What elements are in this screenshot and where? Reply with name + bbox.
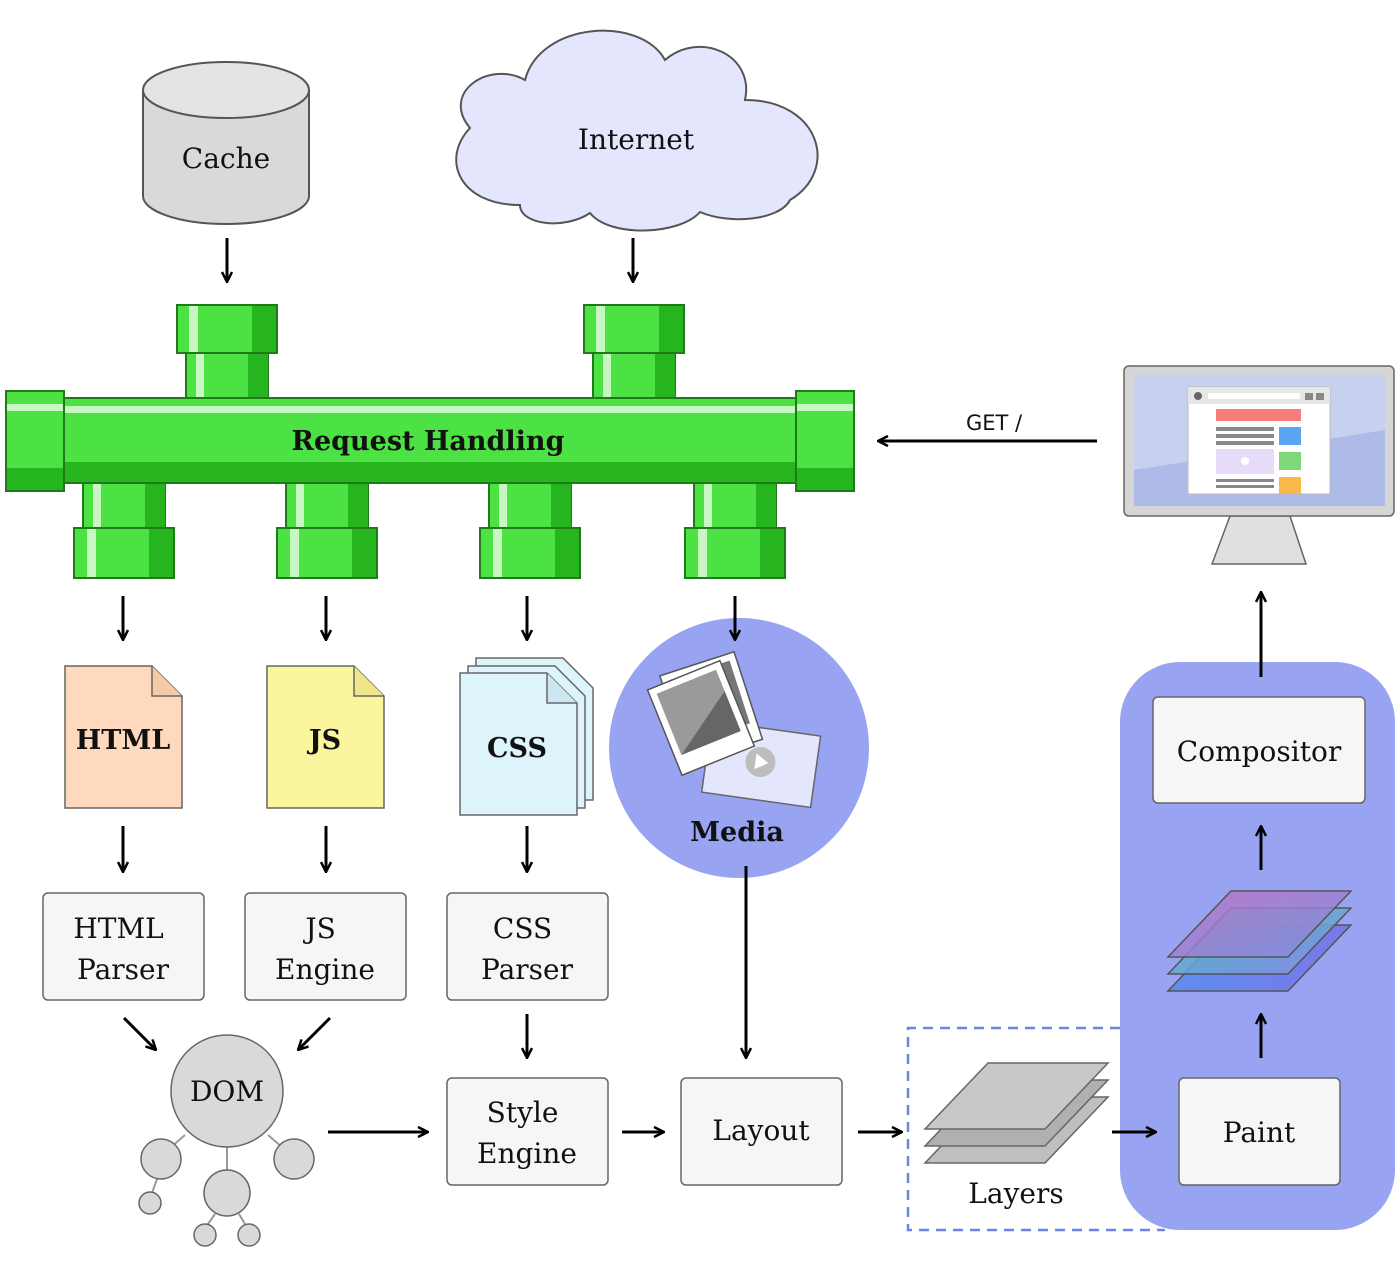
pipe-outlet-css [479,477,581,579]
dom-tree: DOM [138,1034,315,1247]
paint-label: Paint [1223,1116,1296,1149]
request-handling-label: Request Handling [292,426,565,457]
layout-label: Layout [712,1114,810,1147]
layers-icon [923,1062,1110,1164]
style-engine-box: Style Engine [446,1077,609,1186]
css-doc-label: CSS [487,733,547,764]
compositor-box: Compositor [1152,696,1366,804]
database-icon [142,61,310,225]
pipe-outlet-media [684,477,786,579]
dom-label: DOM [190,1075,264,1108]
layers-label: Layers [968,1177,1063,1210]
pipe-inlet-cache [176,304,278,406]
html-parser-line1: HTML [73,912,163,945]
pipe-outlet-html [73,477,175,579]
svg-text:HTML Parser: HTML Parser [73,912,172,986]
cache-label: Cache [182,142,270,175]
style-engine-line2: Engine [477,1137,577,1170]
svg-text:JS Engine: JS Engine [275,912,375,986]
css-parser-line1: CSS [493,912,552,945]
svg-text:Style Engine: Style Engine [477,1096,577,1170]
html-to-dom-arrow [122,1016,156,1050]
js-engine-line1: JS [302,912,335,945]
cloud-icon [455,29,819,232]
request-handling-pipe: Request Handling [5,304,855,579]
get-request-label: GET / [966,411,1023,435]
css-parser-box: CSS Parser [446,892,609,1001]
css-parser-line2: Parser [481,953,574,986]
document-icon [64,665,183,809]
css-documents: CSS [459,657,594,816]
color-layers-icon [1166,890,1353,992]
photos-icon [646,650,822,809]
internet-label: Internet [578,123,695,156]
document-icon [266,665,385,809]
pipe-outlet-js [276,477,378,579]
layers-dashed-frame [906,1026,1165,1232]
internet-node: Internet [455,29,819,232]
html-document: HTML [64,665,183,809]
document-icon [459,672,578,816]
js-document: JS [266,665,385,809]
cache-node: Cache [142,61,310,225]
dom-root-node [170,1034,284,1148]
pipe-inlet-internet [583,304,685,406]
js-doc-label: JS [307,725,341,756]
style-engine-line1: Style [487,1096,559,1129]
html-parser-line2: Parser [77,953,170,986]
layout-box: Layout [680,1077,843,1186]
media-label: Media [690,817,784,848]
js-engine-box: JS Engine [244,892,407,1001]
compositor-label: Compositor [1177,735,1342,768]
html-parser-box: HTML Parser [42,892,205,1001]
monitor-icon [1123,365,1395,565]
js-engine-line2: Engine [275,953,375,986]
js-to-dom-arrow [298,1016,332,1050]
svg-text:CSS Parser: CSS Parser [481,912,574,986]
paint-box: Paint [1178,1077,1341,1186]
html-doc-label: HTML [76,725,170,756]
